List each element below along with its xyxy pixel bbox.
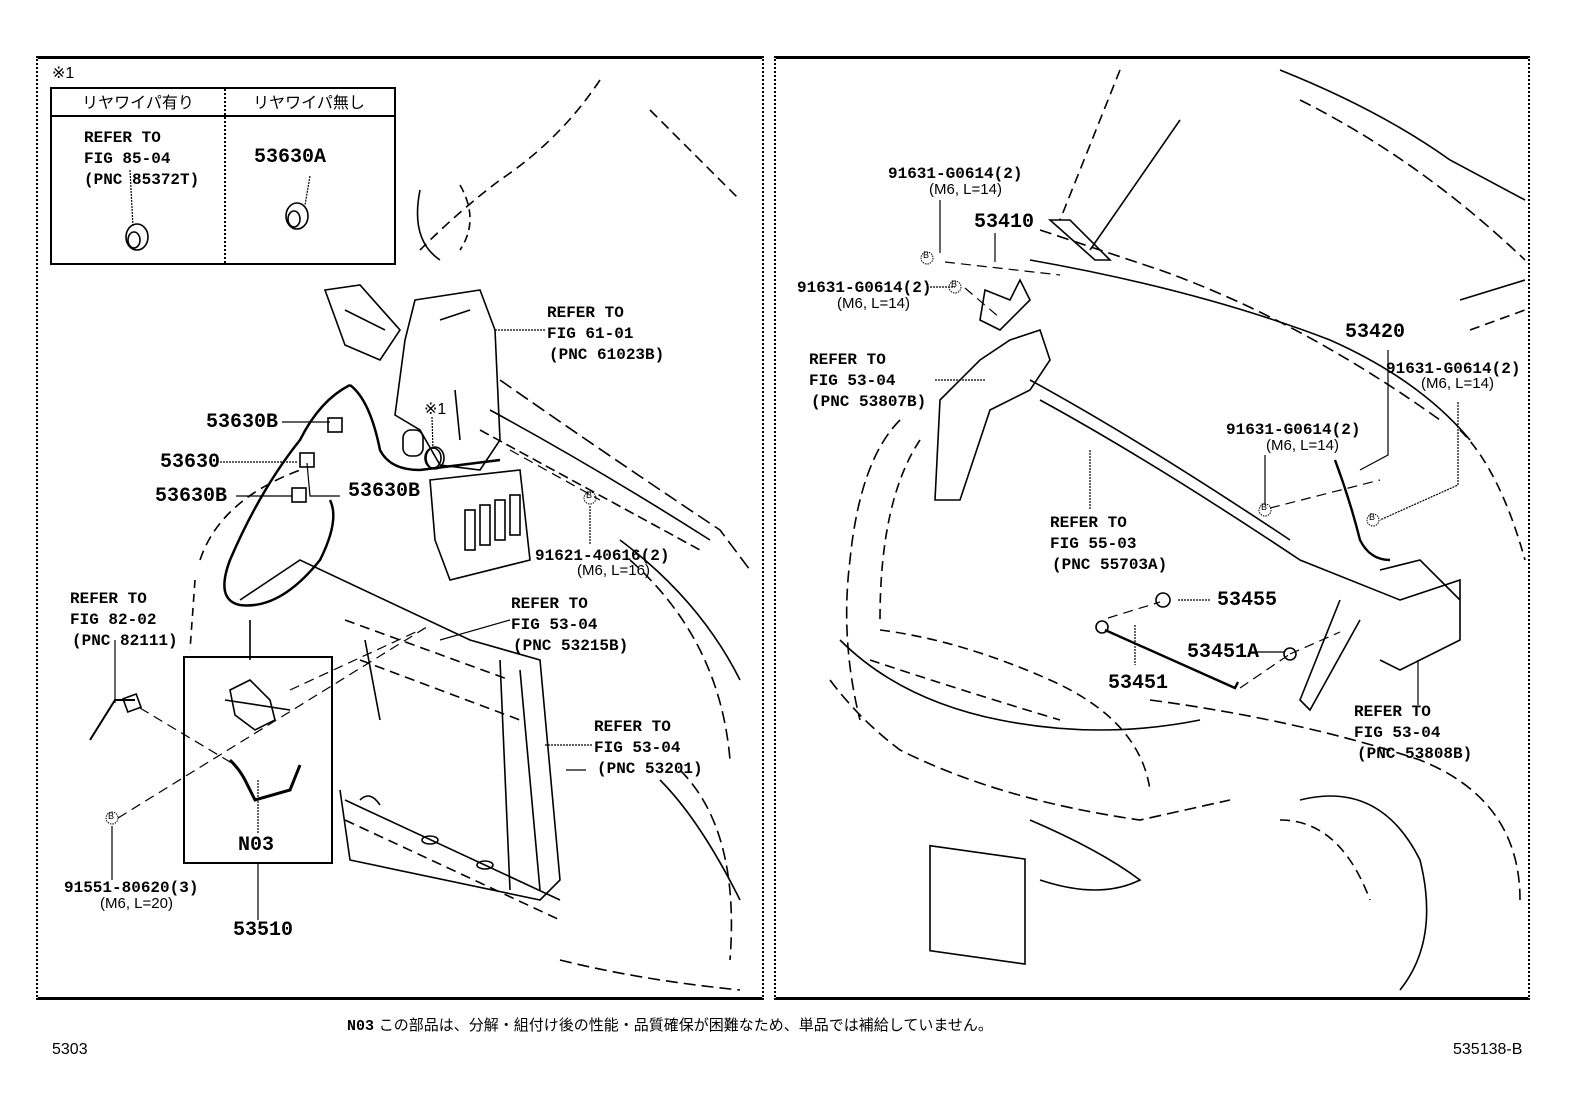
- part-number-53630B[interactable]: 53630B: [206, 411, 279, 434]
- n03-footnote: N03 この部品は、分解・組付け後の性能・品質確保が困難なため、単品では補給して…: [347, 1014, 993, 1035]
- ref-fig-53-04-53215b-line3: (PNC 53215B): [513, 637, 629, 655]
- bolt-spec-91631-mid: (M6, L=14): [1266, 437, 1339, 454]
- column-header-with-rear-wiper: リヤワイパ有り: [52, 89, 224, 117]
- ref-fig-53-04-53808b-line3: (PNC 53808B): [1357, 745, 1473, 763]
- bolt-tag-b: B: [108, 811, 115, 821]
- ref-fig-53-04-53201-line3: (PNC 53201): [597, 760, 703, 778]
- ref-fig-55-03-line2[interactable]: FIG 55-03: [1050, 535, 1137, 553]
- part-number-53420[interactable]: 53420: [1345, 321, 1406, 344]
- part-number-91631-G0614[interactable]: 91631-G0614(2): [1386, 360, 1521, 378]
- ref-fig-61-01-line1: REFER TO: [547, 304, 624, 322]
- footnote-text: この部品は、分解・組付け後の性能・品質確保が困難なため、単品では補給していません…: [374, 1016, 993, 1034]
- bolt-tag-b: B: [1369, 512, 1376, 522]
- part-number-53630A[interactable]: 53630A: [254, 146, 327, 169]
- column-header-without-rear-wiper: リヤワイパ無し: [224, 89, 394, 117]
- part-number-91631-G0614[interactable]: 91631-G0614(2): [1226, 421, 1361, 439]
- part-number-N03[interactable]: N03: [238, 834, 275, 857]
- part-number-91621-40616[interactable]: 91621-40616(2): [535, 547, 670, 565]
- part-number-53451[interactable]: 53451: [1108, 672, 1169, 695]
- ref-fig-85-04-line3: (PNC 85372T): [84, 171, 200, 189]
- ref-fig-85-04-line1: REFER TO: [84, 129, 161, 147]
- bolt-spec-91631-left: (M6, L=14): [837, 295, 910, 312]
- ref-fig-53-04-53215b-line2[interactable]: FIG 53-04: [511, 616, 598, 634]
- ref-fig-53-04-53808b-line1: REFER TO: [1354, 703, 1431, 721]
- ref-fig-61-01-line2[interactable]: FIG 61-01: [547, 325, 634, 343]
- part-number-53630[interactable]: 53630: [160, 451, 221, 474]
- part-number-53410[interactable]: 53410: [974, 211, 1035, 234]
- ref-fig-53-04-53215b-line1: REFER TO: [511, 595, 588, 613]
- bolt-tag-b: B: [923, 250, 930, 260]
- bolt-spec-91631-top: (M6, L=14): [929, 181, 1002, 198]
- n03-assembly-box: [183, 656, 333, 864]
- bolt-spec-91621: (M6, L=16): [577, 562, 650, 579]
- ref-fig-53-04-53201-line1: REFER TO: [594, 718, 671, 736]
- part-number-53630B[interactable]: 53630B: [155, 485, 228, 508]
- footnote-code: N03: [347, 1018, 375, 1035]
- ref-fig-85-04-line2: FIG 85-04: [84, 150, 171, 168]
- ref-fig-82-02-line3: (PNC 82111): [72, 632, 178, 650]
- table-divider: [224, 89, 226, 263]
- inset-marker: ※1: [52, 65, 75, 82]
- rear-wiper-variant-table: リヤワイパ有り リヤワイパ無し: [50, 87, 396, 265]
- ref-fig-53-04-53807b-line3: (PNC 53807B): [811, 393, 927, 411]
- bolt-spec-91551: (M6, L=20): [100, 895, 173, 912]
- part-number-53630B[interactable]: 53630B: [348, 480, 421, 503]
- ref-fig-53-04-53201-line2[interactable]: FIG 53-04: [594, 739, 681, 757]
- part-number-53455[interactable]: 53455: [1217, 589, 1278, 612]
- ref-fig-53-04-53807b-line1: REFER TO: [809, 351, 886, 369]
- bolt-tag-b: B: [586, 490, 593, 500]
- ref-fig-53-04-53807b-line2[interactable]: FIG 53-04: [809, 372, 896, 390]
- page-number-left: 5303: [52, 1041, 88, 1058]
- ref-fig-53-04-53808b-line2[interactable]: FIG 53-04: [1354, 724, 1441, 742]
- part-number-53510[interactable]: 53510: [233, 919, 294, 942]
- figure-id-right: 535138-B: [1453, 1041, 1523, 1058]
- left-diagram-panel: [36, 56, 764, 1000]
- bolt-tag-b: B: [1261, 502, 1268, 512]
- ref-fig-61-01-line3: (PNC 61023B): [549, 346, 665, 364]
- part-number-91551-80620[interactable]: 91551-80620(3): [64, 879, 199, 897]
- ref-fig-55-03-line1: REFER TO: [1050, 514, 1127, 532]
- ref-fig-82-02-line2[interactable]: FIG 82-02: [70, 611, 157, 629]
- part-number-53451A[interactable]: 53451A: [1187, 641, 1260, 664]
- right-diagram-panel: [774, 56, 1530, 1000]
- part-number-91631-G0614[interactable]: 91631-G0614(2): [888, 165, 1023, 183]
- part-number-91631-G0614[interactable]: 91631-G0614(2): [797, 279, 932, 297]
- ref-fig-82-02-line1: REFER TO: [70, 590, 147, 608]
- marker-x1: ※1: [424, 401, 447, 418]
- ref-fig-55-03-line3: (PNC 55703A): [1052, 556, 1168, 574]
- bolt-tag-b: B: [951, 279, 958, 289]
- bolt-spec-91631-right: (M6, L=14): [1421, 375, 1494, 392]
